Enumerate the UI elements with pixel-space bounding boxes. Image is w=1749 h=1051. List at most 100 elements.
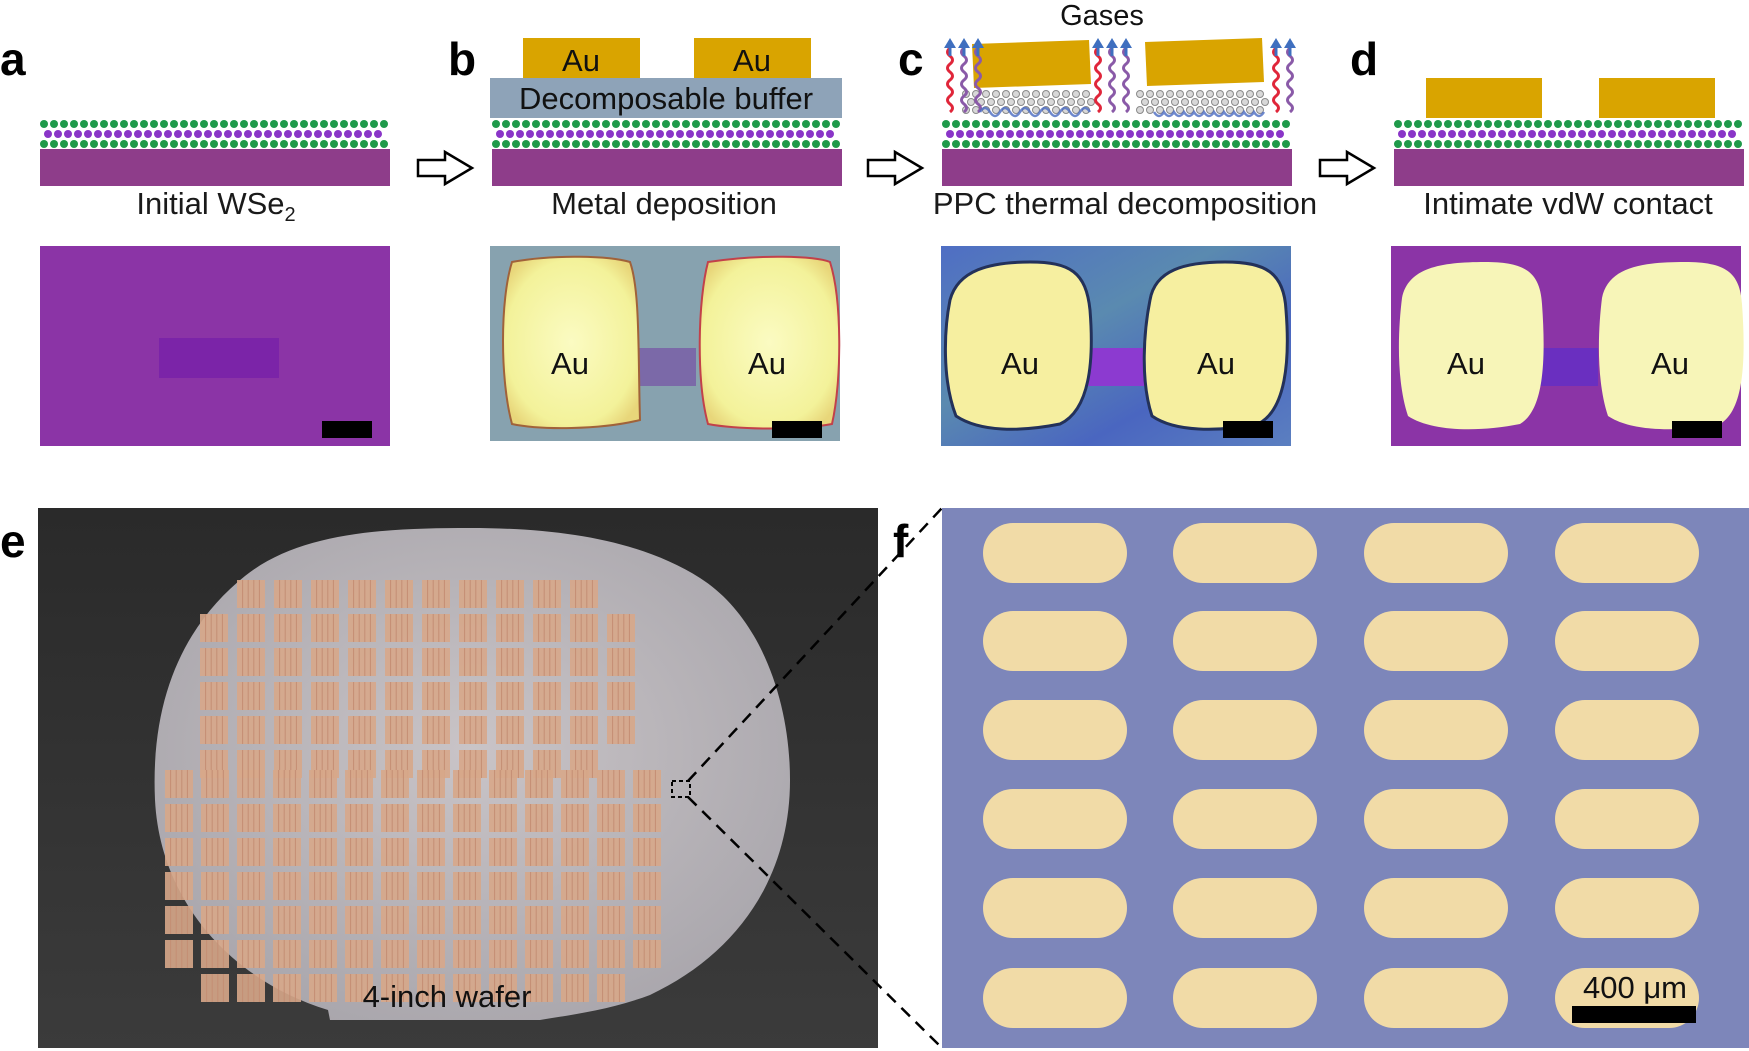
die xyxy=(309,974,337,1002)
die xyxy=(200,716,228,744)
process-arrow-2 xyxy=(866,149,925,187)
tungsten-atom xyxy=(1528,130,1536,138)
tungsten-atom xyxy=(1146,130,1154,138)
substrate-d xyxy=(1394,149,1744,186)
die xyxy=(273,804,301,832)
tungsten-atom xyxy=(274,130,282,138)
tungsten-atom xyxy=(184,130,192,138)
selenium-atom xyxy=(1242,140,1250,148)
gas-molecule xyxy=(1094,46,1102,114)
die xyxy=(417,906,445,934)
selenium-atom xyxy=(552,120,560,128)
selenium-atom xyxy=(1002,140,1010,148)
au-optical-label-d-right: Au xyxy=(1651,346,1689,381)
tungsten-atom xyxy=(686,130,694,138)
selenium-atom xyxy=(782,120,790,128)
selenium-atom xyxy=(712,120,720,128)
tungsten-atom xyxy=(1186,130,1194,138)
ppc-bead xyxy=(1241,98,1249,106)
selenium-atom xyxy=(1182,120,1190,128)
selenium-atom xyxy=(1644,140,1652,148)
selenium-atom xyxy=(330,140,338,148)
selenium-atom xyxy=(792,140,800,148)
selenium-atom xyxy=(1072,120,1080,128)
die xyxy=(607,682,635,710)
contact-pad xyxy=(1364,789,1508,849)
die xyxy=(273,770,301,798)
selenium-atom xyxy=(552,140,560,148)
selenium-atom xyxy=(752,120,760,128)
ppc-bead xyxy=(1151,98,1159,106)
ppc-bead xyxy=(1037,98,1045,106)
contact-pad xyxy=(1555,523,1699,583)
ppc-bead xyxy=(1057,98,1065,106)
selenium-atom xyxy=(1192,140,1200,148)
selenium-atom xyxy=(1634,140,1642,148)
selenium-atom xyxy=(1694,120,1702,128)
selenium-atom xyxy=(832,140,840,148)
tungsten-atom xyxy=(244,130,252,138)
tungsten-atom xyxy=(234,130,242,138)
tungsten-atom xyxy=(1668,130,1676,138)
selenium-atom xyxy=(822,120,830,128)
selenium-atom xyxy=(1182,140,1190,148)
selenium-atom xyxy=(380,120,388,128)
selenium-atom xyxy=(1404,120,1412,128)
die xyxy=(633,940,661,968)
tungsten-atom xyxy=(946,130,954,138)
tungsten-atom xyxy=(626,130,634,138)
selenium-atom xyxy=(1272,120,1280,128)
selenium-atom xyxy=(100,120,108,128)
die xyxy=(237,804,265,832)
optical-image-a xyxy=(40,246,390,446)
die xyxy=(525,804,553,832)
selenium-atom xyxy=(70,140,78,148)
tungsten-atom xyxy=(786,130,794,138)
selenium-atom xyxy=(812,140,820,148)
die xyxy=(237,906,265,934)
selenium-atom xyxy=(1012,140,1020,148)
selenium-atom xyxy=(130,140,138,148)
die xyxy=(570,648,598,676)
tungsten-atom xyxy=(1728,130,1736,138)
selenium-atom xyxy=(652,120,660,128)
selenium-atom xyxy=(562,120,570,128)
tungsten-atom xyxy=(1096,130,1104,138)
ppc-bead xyxy=(1236,106,1244,114)
selenium-atom xyxy=(1222,120,1230,128)
die xyxy=(489,838,517,866)
tungsten-atom xyxy=(1628,130,1636,138)
selenium-atom xyxy=(802,120,810,128)
die xyxy=(201,804,229,832)
selenium-atom xyxy=(1172,140,1180,148)
contact-pad xyxy=(1364,968,1508,1028)
selenium-atom xyxy=(532,140,540,148)
die xyxy=(417,770,445,798)
tungsten-atom xyxy=(1458,130,1466,138)
selenium-atom xyxy=(1494,120,1502,128)
die xyxy=(237,974,265,1002)
selenium-atom xyxy=(1424,140,1432,148)
tungsten-atom xyxy=(224,130,232,138)
die xyxy=(570,580,598,608)
tungsten-atom xyxy=(1136,130,1144,138)
die xyxy=(237,838,265,866)
selenium-atom xyxy=(1584,120,1592,128)
selenium-atom xyxy=(1594,120,1602,128)
ppc-bead xyxy=(1022,90,1030,98)
contact-pad xyxy=(1364,878,1508,938)
selenium-atom xyxy=(742,140,750,148)
tungsten-atom xyxy=(726,130,734,138)
selenium-atom xyxy=(1444,140,1452,148)
die xyxy=(381,906,409,934)
die xyxy=(633,770,661,798)
die xyxy=(237,940,265,968)
die xyxy=(422,580,450,608)
gas-molecule xyxy=(1108,46,1116,114)
panel-label-e: e xyxy=(0,515,26,567)
ppc-bead xyxy=(967,98,975,106)
die xyxy=(525,872,553,900)
selenium-atom xyxy=(522,120,530,128)
die xyxy=(274,580,302,608)
